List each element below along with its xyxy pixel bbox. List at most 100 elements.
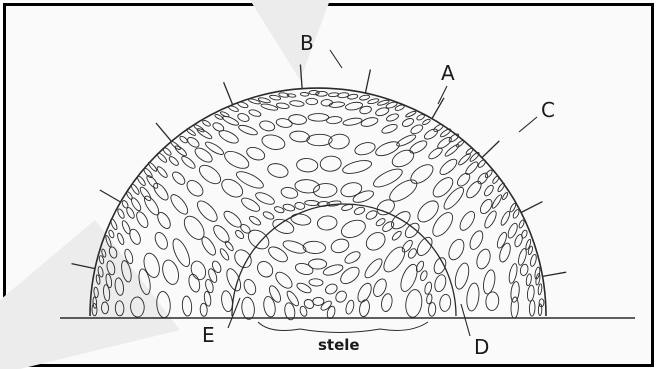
cell <box>288 114 307 125</box>
cell <box>168 192 191 217</box>
cell <box>414 197 442 226</box>
cell <box>355 281 374 304</box>
cell <box>170 237 193 269</box>
cell <box>238 123 259 136</box>
cell <box>538 304 542 316</box>
cell <box>535 273 540 285</box>
cell <box>224 240 235 252</box>
cell <box>203 291 211 307</box>
cell <box>138 186 152 203</box>
cell <box>491 194 503 210</box>
cell <box>389 147 416 170</box>
label-e: E <box>202 323 215 347</box>
cell <box>423 127 439 141</box>
cell <box>374 197 397 218</box>
cell <box>186 136 201 150</box>
leader-b <box>330 50 342 68</box>
label-stele: stele <box>318 336 360 354</box>
cell <box>365 209 379 221</box>
cell <box>465 282 480 311</box>
cell <box>525 274 532 286</box>
cell <box>362 256 385 280</box>
cell <box>319 299 333 312</box>
cell <box>180 213 208 243</box>
cell <box>508 263 519 284</box>
cell <box>224 267 243 293</box>
cell <box>428 302 436 316</box>
cell <box>339 217 368 241</box>
cell <box>141 251 162 279</box>
cell <box>518 219 525 228</box>
cell <box>211 121 225 133</box>
cell <box>339 181 363 199</box>
cell <box>345 299 356 315</box>
cell <box>170 170 187 187</box>
cell <box>117 208 126 219</box>
root-hair <box>224 82 233 104</box>
cell <box>121 200 129 209</box>
cell <box>403 221 422 241</box>
cell <box>303 241 326 254</box>
cell <box>404 289 423 319</box>
cell <box>219 247 231 261</box>
cell <box>405 110 417 118</box>
cell <box>510 281 520 303</box>
cell <box>407 247 418 259</box>
cell <box>309 259 327 269</box>
root-hair <box>482 141 499 158</box>
cell <box>116 232 125 245</box>
cell <box>160 258 181 286</box>
root-hair <box>365 70 370 94</box>
cell <box>237 112 251 123</box>
cell <box>259 119 276 132</box>
cell <box>271 217 296 237</box>
cell <box>498 242 513 263</box>
cell <box>521 229 528 238</box>
cell <box>189 259 209 282</box>
cell <box>484 169 493 179</box>
cell <box>245 226 273 252</box>
cell <box>374 139 401 159</box>
cell <box>134 210 150 229</box>
cell <box>248 215 262 227</box>
cell <box>266 244 290 265</box>
cell <box>328 92 338 97</box>
cell <box>391 230 403 242</box>
cell <box>296 158 318 173</box>
cell <box>444 143 461 158</box>
cortex-cells <box>92 90 544 320</box>
cell <box>360 116 379 128</box>
cell <box>242 278 258 297</box>
cell <box>239 195 261 213</box>
stele-bracket <box>258 322 428 333</box>
cell <box>529 254 537 267</box>
cell <box>395 133 417 148</box>
cell <box>439 294 451 312</box>
cell <box>316 91 328 96</box>
cell <box>400 239 414 254</box>
cell <box>381 220 396 234</box>
cell <box>430 174 456 200</box>
cell <box>180 155 197 171</box>
cell <box>446 237 467 262</box>
cell <box>353 140 376 156</box>
cell <box>308 114 329 122</box>
cell <box>409 123 424 135</box>
cell <box>419 270 428 282</box>
label-c: C <box>541 98 555 122</box>
cell <box>290 212 312 226</box>
cell <box>248 109 262 118</box>
cell <box>483 209 499 229</box>
cell <box>245 145 267 162</box>
cell <box>258 97 271 104</box>
root-hair <box>521 202 542 213</box>
leader-c <box>519 117 537 132</box>
cell <box>380 244 409 276</box>
cell <box>202 119 212 127</box>
cell <box>211 260 223 274</box>
cell <box>294 202 305 210</box>
cell <box>527 246 533 255</box>
cell <box>467 229 485 252</box>
cell <box>168 155 180 167</box>
